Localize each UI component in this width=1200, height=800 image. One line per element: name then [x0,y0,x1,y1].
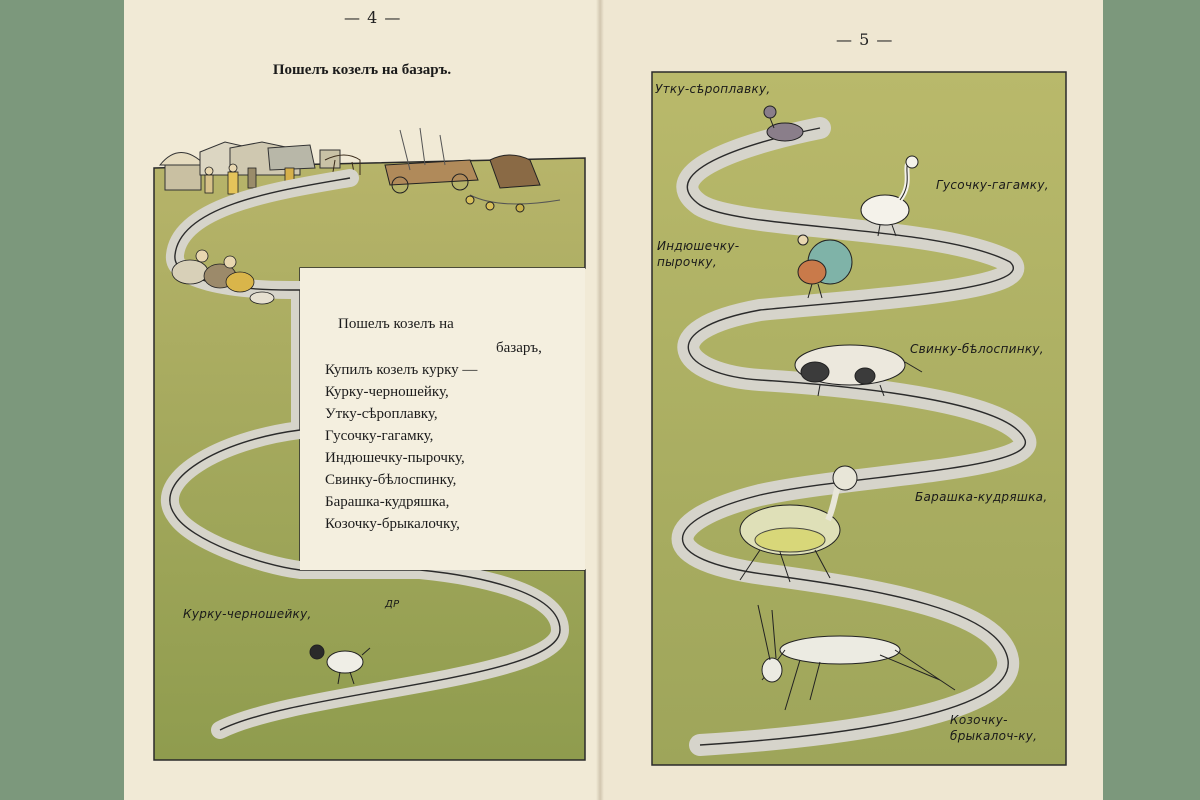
right-road [671,117,1037,756]
caption-sheep: Барашка-кудряшка, [915,490,1048,504]
seated-women [171,249,275,305]
goose-illustration [860,155,919,237]
artist-monogram: ДР [385,599,400,610]
page-title: Пошелъ козелъ на базаръ. [272,62,452,78]
poem-line: Гусочку-гагамку, [325,428,434,444]
page-number-left: — 4 — [344,8,402,27]
poem-line: Пошелъ козелъ на [338,316,454,332]
poem-line: Свинку-бѣлоспинку, [325,472,457,488]
goat-illustration [757,604,956,711]
duck-illustration [763,105,804,142]
page-number-right: — 5 — [836,30,894,49]
hen-illustration [309,644,371,685]
horse-carts [324,127,561,213]
poem-line: базаръ, [496,340,542,356]
market-stalls [158,141,341,191]
pig-illustration [794,344,923,397]
caption-turkey: Индюшечку-пырочку, [657,239,740,269]
poem-line: Барашка-кудряшка, [325,494,450,510]
book-spine [596,0,604,800]
caption-pig: Свинку-бѣлоспинку, [910,342,1044,356]
poem-line: Козочку-брыкалочку, [325,516,460,532]
caption-hen: Курку-черношейку, [183,607,312,621]
poem-line: Утку-сѣроплавку, [325,406,438,422]
poem-box [300,268,585,570]
left-road [160,169,570,739]
poem-line: Курку-черношейку, [325,384,449,400]
caption-goose: Гусочку-гагамку, [936,178,1049,192]
caption-goat: Козочку-брыкалоч-ку, [950,713,1038,743]
caption-duck: Утку-сѣроплавку, [655,82,771,96]
turkey-illustration [797,234,853,299]
sheep-illustration [739,465,858,583]
market-crowd [204,163,295,195]
poem-line: Купилъ козелъ курку — [325,362,478,378]
poem-line: Индюшечку-пырочку, [325,450,465,466]
